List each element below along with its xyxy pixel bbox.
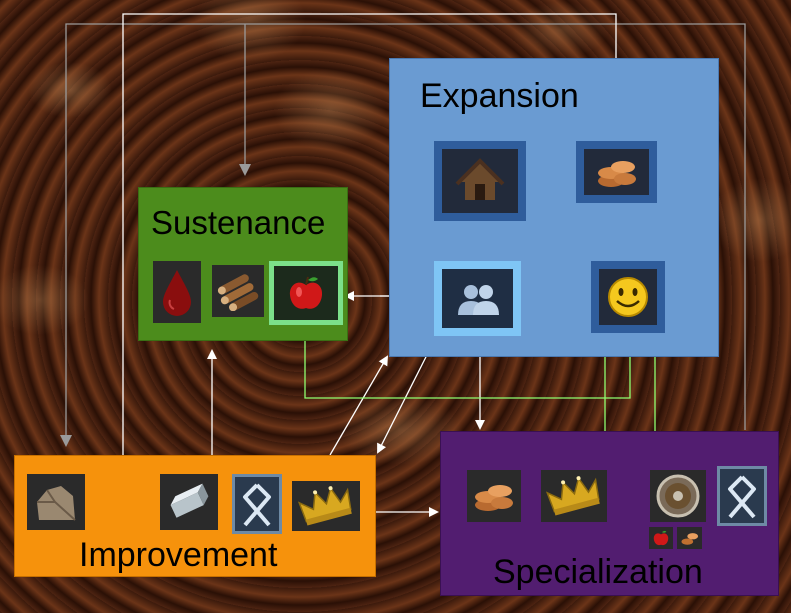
- specialization-title: Specialization: [493, 553, 703, 591]
- people-icon: [434, 261, 521, 336]
- rune-icon: [232, 474, 282, 534]
- blood-drop-icon: [153, 261, 201, 323]
- sustenance-title: Sustenance: [151, 204, 326, 241]
- metal-ingot-icon: [160, 474, 218, 530]
- crown-icon: [292, 481, 360, 531]
- improvement-title: Improvement: [79, 536, 278, 574]
- rune-icon: [717, 466, 767, 526]
- house-icon: [434, 141, 526, 221]
- happy-face-icon: [591, 261, 665, 333]
- wood-logs-icon: [212, 265, 264, 317]
- small-coins-icon: [677, 527, 702, 549]
- coins-icon: [576, 141, 657, 203]
- shield-icon: [650, 470, 706, 522]
- crown-icon: [541, 470, 607, 522]
- apple-icon: [269, 261, 343, 325]
- coins-icon: [467, 470, 521, 522]
- expansion-title: Expansion: [420, 77, 579, 115]
- stone-icon: [27, 474, 85, 530]
- small-apple-icon: [649, 527, 673, 549]
